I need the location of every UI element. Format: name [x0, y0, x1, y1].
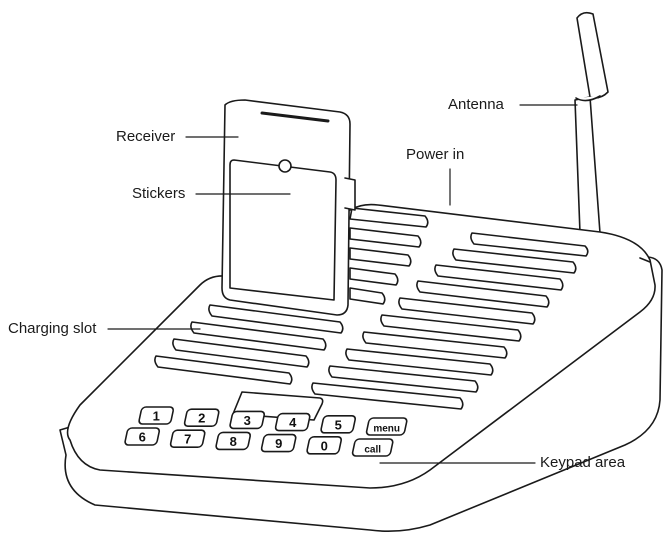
key-9[interactable]: 9: [260, 433, 297, 453]
key-label: 2: [198, 411, 205, 426]
keypad-area: 1 2 3 4 5 menu 6 7 8 9 0 call: [124, 406, 408, 457]
key-4[interactable]: 4: [274, 412, 311, 432]
key-call[interactable]: call: [351, 438, 394, 457]
key-label: 1: [153, 409, 160, 424]
key-label: 9: [275, 436, 282, 451]
key-1[interactable]: 1: [138, 406, 175, 425]
right-charging-slots: [311, 232, 589, 410]
key-label: 0: [321, 438, 328, 453]
key-label: 7: [184, 432, 191, 447]
key-3[interactable]: 3: [229, 410, 266, 430]
key-label: 5: [335, 417, 342, 432]
key-2[interactable]: 2: [183, 408, 220, 428]
label-charging-slot: Charging slot: [8, 320, 97, 337]
label-receiver: Receiver: [116, 128, 176, 145]
key-6[interactable]: 6: [124, 427, 161, 446]
receiver-illustration: [221, 99, 356, 316]
key-label: 8: [230, 434, 237, 449]
label-stickers: Stickers: [132, 185, 186, 202]
key-label: 4: [289, 415, 297, 430]
key-label: 6: [139, 430, 146, 445]
antenna-illustration: [574, 11, 609, 234]
key-8[interactable]: 8: [215, 431, 252, 451]
left-charging-slots: [154, 207, 429, 385]
key-label: menu: [373, 424, 400, 435]
label-keypad-area: Keypad area: [540, 454, 626, 471]
key-5[interactable]: 5: [320, 414, 357, 434]
key-7[interactable]: 7: [169, 429, 206, 449]
key-menu[interactable]: menu: [365, 417, 408, 436]
label-antenna: Antenna: [448, 96, 504, 113]
key-label: call: [364, 445, 381, 456]
sticker-card: [229, 159, 337, 301]
key-0[interactable]: 0: [306, 435, 343, 455]
key-label: 3: [244, 413, 251, 428]
label-power-in: Power in: [406, 146, 465, 163]
